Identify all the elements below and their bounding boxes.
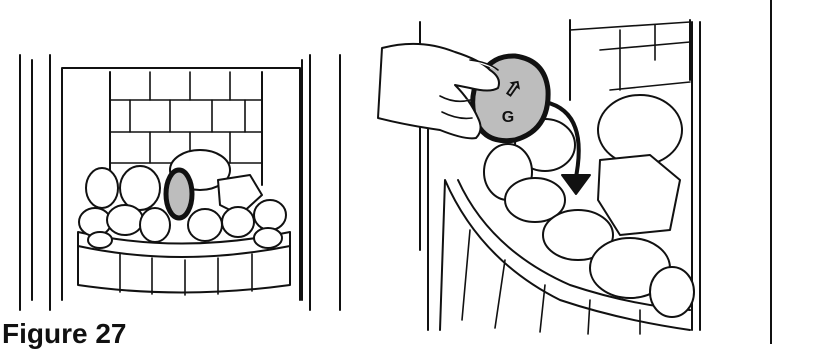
figure-caption: Figure 27 [2,318,126,350]
left-fret-top [78,246,290,257]
stone-letter-g: G [502,109,514,126]
hand-icon [378,44,499,139]
placement-arrowhead [562,175,590,194]
right-fireplace-diagram: ⇧ G [378,20,700,334]
left-brick-wall [110,72,262,163]
right-brick-wall [570,22,690,90]
left-fret-divisions [120,254,252,295]
left-fireplace-diagram [20,55,340,310]
left-highlighted-stone [166,170,192,218]
